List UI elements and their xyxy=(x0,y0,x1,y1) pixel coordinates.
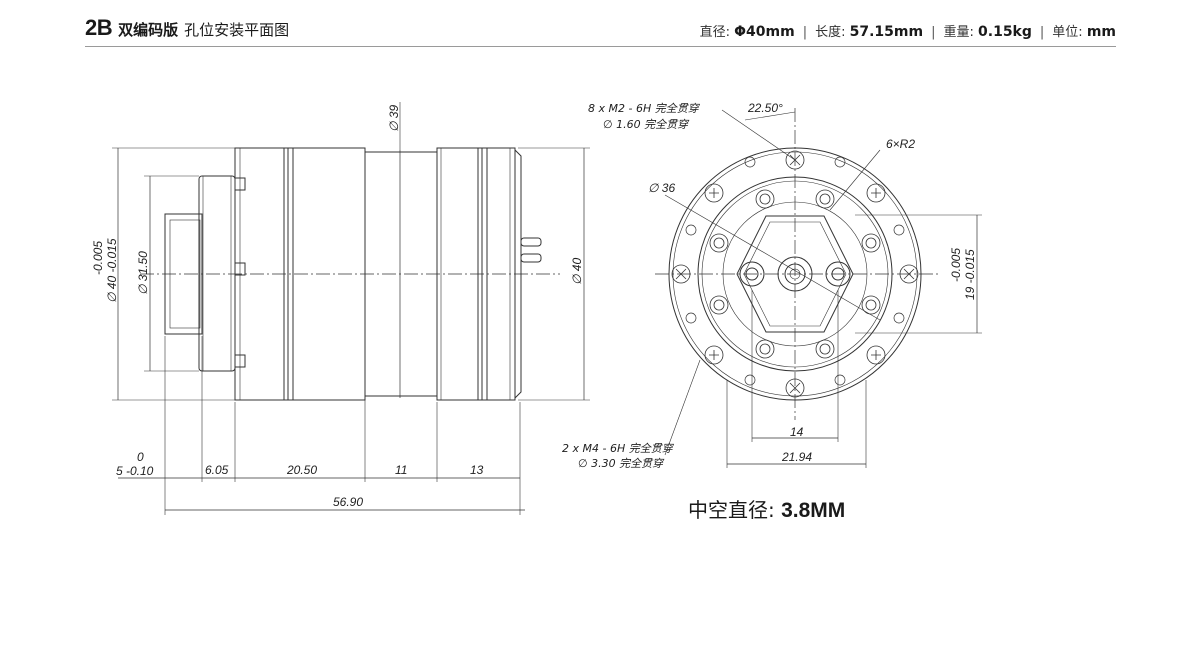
dim-total: 56.90 xyxy=(333,495,363,509)
spec-length-label: 长度: xyxy=(815,25,846,40)
header-bar: 2B 双编码版孔位安装平面图 直径: Φ40mm | 长度: 57.15mm | 重量: … xyxy=(85,12,1116,47)
tol-right: 19 -0.015 xyxy=(963,249,977,300)
callout-m2-drill: ∅ 1.60 完全贯穿 xyxy=(603,118,690,131)
spec-unit-label: 单位: xyxy=(1052,25,1083,40)
inner-screw-holes xyxy=(709,189,881,359)
motor-body-rear xyxy=(436,147,516,401)
dim-angle: 22.50° xyxy=(747,101,783,115)
dim-13: 13 xyxy=(470,463,484,477)
dim-top-diameter: ∅ 39 xyxy=(387,105,401,132)
flange xyxy=(198,175,236,372)
spec-separator: | xyxy=(931,25,936,40)
callout-m4-thread: 2 x M4 - 6H 完全贯穿 xyxy=(562,442,675,455)
tol-small-upper: 0 xyxy=(137,450,144,464)
dim-11: 11 xyxy=(395,463,407,477)
spec-weight-value: 0.15kg xyxy=(978,24,1032,40)
spec-diameter-value: Φ40mm xyxy=(734,24,795,40)
hollow-diameter-value: 3.8MM xyxy=(781,499,846,522)
variant-label: 双编码版 xyxy=(118,21,179,39)
callout-m4-drill: ∅ 3.30 完全贯穿 xyxy=(578,457,665,470)
dim-dia-36: ∅ 36 xyxy=(648,181,675,195)
dim-14: 14 xyxy=(790,425,804,439)
hollow-diameter-label: 中空直径: xyxy=(688,498,775,522)
tol-left: ∅ 40 -0.015 xyxy=(105,238,119,303)
spec-summary: 直径: Φ40mm | 长度: 57.15mm | 重量: 0.15kg | 单位: mm xyxy=(700,21,1116,40)
front-view xyxy=(655,108,982,468)
hollow-diameter-note: 中空直径: 3.8MM xyxy=(688,494,845,523)
spec-unit-value: mm xyxy=(1086,24,1116,40)
tol-right-upper: -0.005 xyxy=(949,248,963,282)
spec-separator: | xyxy=(802,25,808,40)
m2-small-holes xyxy=(685,156,905,386)
hex-hub xyxy=(736,215,854,333)
dim-21-94: 21.94 xyxy=(781,450,812,464)
dim-20-50: 20.50 xyxy=(286,463,317,477)
hollow-center-hole xyxy=(777,256,813,292)
drawing-subtitle: 孔位安装平面图 xyxy=(184,21,290,39)
page-title: 2B 双编码版孔位安装平面图 xyxy=(85,15,289,41)
side-view xyxy=(112,102,590,515)
spec-weight-label: 重量: xyxy=(943,25,974,40)
spec-diameter-label: 直径: xyxy=(699,25,730,40)
dim-body-diameter: ∅ 40 xyxy=(570,258,584,285)
outer-flange-ring xyxy=(668,147,922,401)
spec-separator: | xyxy=(1039,25,1045,40)
tol-left-upper: -0.005 xyxy=(91,241,105,275)
model-number: 2B xyxy=(85,15,113,40)
outer-mount-holes xyxy=(671,150,919,398)
dim-fillet: 6×R2 xyxy=(886,137,915,151)
hub-shaft xyxy=(164,213,203,335)
callout-m2-thread: 8 x M2 - 6H 完全贯穿 xyxy=(588,102,701,115)
tol-small: 5 -0.10 xyxy=(116,464,154,478)
dim-hub-diameter: ∅ 31.50 xyxy=(136,251,150,295)
dim-6-05: 6.05 xyxy=(205,463,229,477)
spec-length-value: 57.15mm xyxy=(849,24,924,40)
